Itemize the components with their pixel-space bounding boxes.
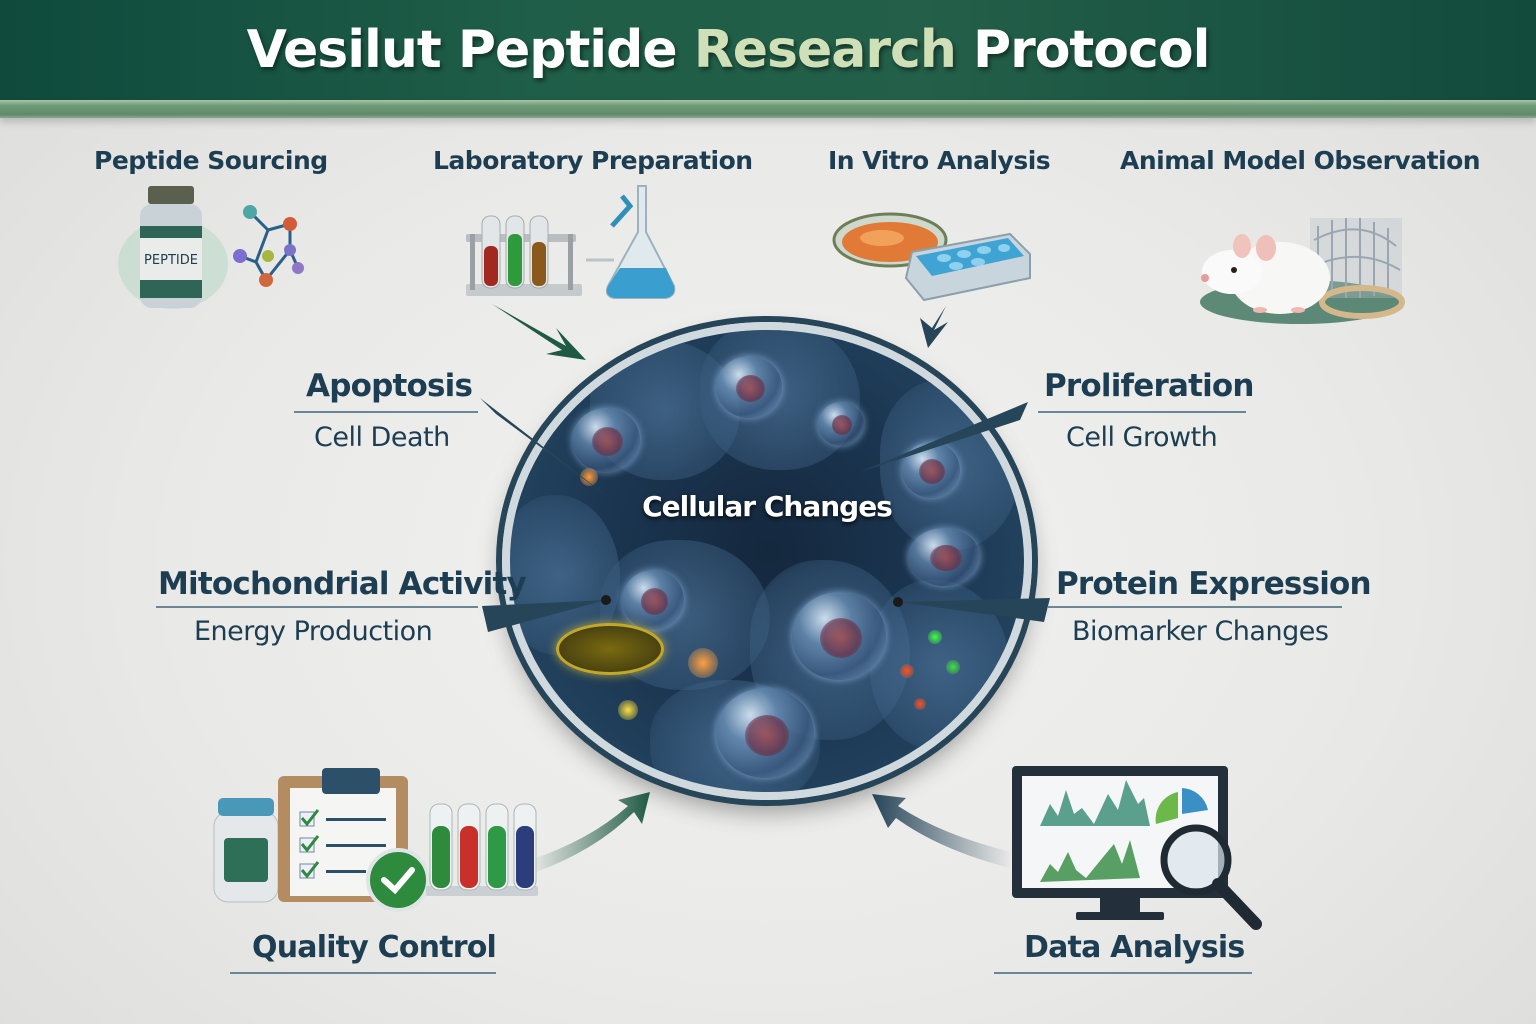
stage-peptide-sourcing-label: Peptide Sourcing [94, 146, 328, 175]
header-banner: Vesilut Peptide Research Protocol [0, 0, 1536, 100]
stage-laboratory-preparation-label: Laboratory Preparation [433, 146, 753, 175]
effect-apoptosis-title: Apoptosis [306, 368, 473, 404]
header-stripe [0, 100, 1536, 118]
divider [1038, 411, 1246, 413]
arrow-green-inbound-icon [492, 304, 586, 360]
fluorescent-spot [946, 660, 960, 674]
stage-animal-model-label: Animal Model Observation [1120, 146, 1481, 175]
cell [792, 592, 886, 680]
stage-quality-control-label: Quality Control [252, 930, 497, 965]
stage-data-analysis-label: Data Analysis [1024, 930, 1245, 965]
peptide-bottle-molecule-icon: PEPTIDE [118, 184, 318, 314]
fluorescent-spot [688, 648, 718, 678]
stage-in-vitro-analysis-label: In Vitro Analysis [828, 146, 1051, 175]
petri-dish-well-plate-icon [832, 200, 1062, 310]
cell [818, 402, 864, 446]
effect-mitochondrial-title: Mitochondrial Activity [158, 566, 527, 602]
cell [572, 408, 640, 472]
effect-apoptosis-subtitle: Cell Death [314, 422, 450, 453]
cell [716, 688, 814, 778]
title-part-1: Vesilut Peptide [246, 20, 678, 80]
fluorescent-spot [900, 664, 914, 678]
pointer-apoptosis-icon [480, 398, 612, 500]
title-part-2: Protocol [972, 20, 1210, 80]
divider [156, 606, 478, 608]
fluorescent-spot [928, 630, 942, 644]
arrow-navy-inbound-icon [920, 306, 948, 348]
cell [908, 528, 980, 586]
cell [622, 570, 684, 630]
pointer-protein-expression-icon [898, 598, 1050, 622]
effect-proliferation-subtitle: Cell Growth [1066, 422, 1218, 453]
divider [230, 972, 496, 974]
arrow-green-curved-icon [530, 792, 650, 872]
page-title: Vesilut Peptide Research Protocol [0, 20, 1456, 80]
pointer-mitochondrial-icon [482, 600, 606, 632]
effect-proliferation-title: Proliferation [1044, 368, 1255, 404]
effect-mitochondrial-subtitle: Energy Production [194, 616, 433, 647]
effect-protein-expression-title: Protein Expression [1056, 566, 1372, 602]
arrow-navy-curved-icon [872, 794, 1012, 868]
center-label: Cellular Changes [642, 490, 893, 523]
fluorescent-spot [618, 700, 638, 720]
divider [1048, 606, 1342, 608]
title-accent: Research [693, 20, 957, 80]
mitochondrion-illustration [556, 623, 664, 675]
fluorescent-spot [914, 698, 926, 710]
divider [994, 972, 1252, 974]
lab-mouse-icon [1190, 206, 1420, 326]
test-tubes-flask-icon [462, 176, 692, 306]
cell [716, 356, 782, 418]
effect-protein-expression-subtitle: Biomarker Changes [1072, 616, 1329, 647]
fluorescent-spot [580, 468, 598, 486]
divider [294, 411, 478, 413]
cellular-changes-circle: Cellular Changes [502, 322, 1032, 800]
bottle-label-text: PEPTIDE [144, 253, 198, 268]
monitor-chart-magnifier-icon [1010, 764, 1270, 934]
pointer-proliferation-icon [860, 402, 1028, 472]
clipboard-checklist-icon [210, 762, 540, 912]
